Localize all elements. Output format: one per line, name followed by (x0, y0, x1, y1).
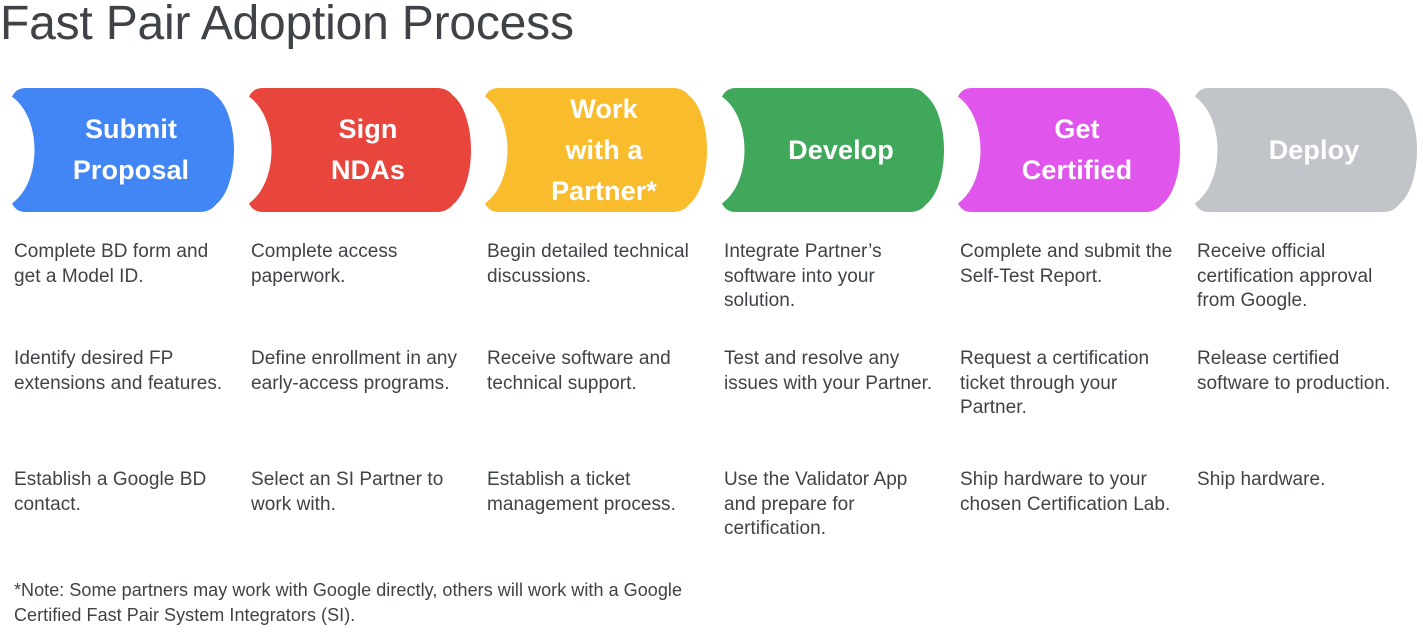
process-detail-item: Define enrollment in any early-access pr… (251, 348, 458, 394)
process-detail-item: Receive software and technical support. (487, 348, 671, 394)
process-detail-item: Ship hardware. (1197, 469, 1326, 490)
process-step-shape (958, 88, 1180, 212)
process-step-shape (1195, 88, 1417, 212)
process-detail-item: Ship hardware to your chosen Certificati… (960, 469, 1171, 515)
page-title: Fast Pair Adoption Process (0, 0, 574, 50)
process-step-develop[interactable]: Develop (710, 88, 946, 212)
process-detail-item: Complete and submit the Self-Test Report… (960, 241, 1173, 287)
process-detail-item: Complete access paperwork. (251, 241, 398, 287)
process-detail-item: Receive official certification approval … (1197, 241, 1373, 311)
process-detail-item: Request a certification ticket through y… (960, 348, 1150, 418)
process-step-shape (249, 88, 471, 212)
process-step-shape (722, 88, 944, 212)
process-detail-item: Establish a Google BD contact. (14, 469, 207, 515)
process-detail-item: Use the Validator App and prepare for ce… (724, 469, 908, 539)
process-detail-item: Release certified software to production… (1197, 348, 1391, 394)
process-step-shape (12, 88, 234, 212)
process-detail-item: Establish a ticket management process. (487, 469, 676, 515)
process-detail-item: Begin detailed technical discussions. (487, 241, 689, 287)
footnote-note: *Note: Some partners may work with Googl… (14, 580, 683, 625)
process-step-deploy[interactable]: Deploy (1183, 88, 1419, 212)
process-detail-item: Test and resolve any issues with your Pa… (724, 348, 933, 394)
process-detail-item: Identify desired FP extensions and featu… (14, 348, 223, 394)
process-detail-item: Select an SI Partner to work with. (251, 469, 444, 515)
process-detail-item: Integrate Partner’s software into your s… (724, 241, 882, 311)
process-step-shape (485, 88, 707, 212)
process-detail-item: Complete BD form and get a Model ID. (14, 241, 209, 287)
